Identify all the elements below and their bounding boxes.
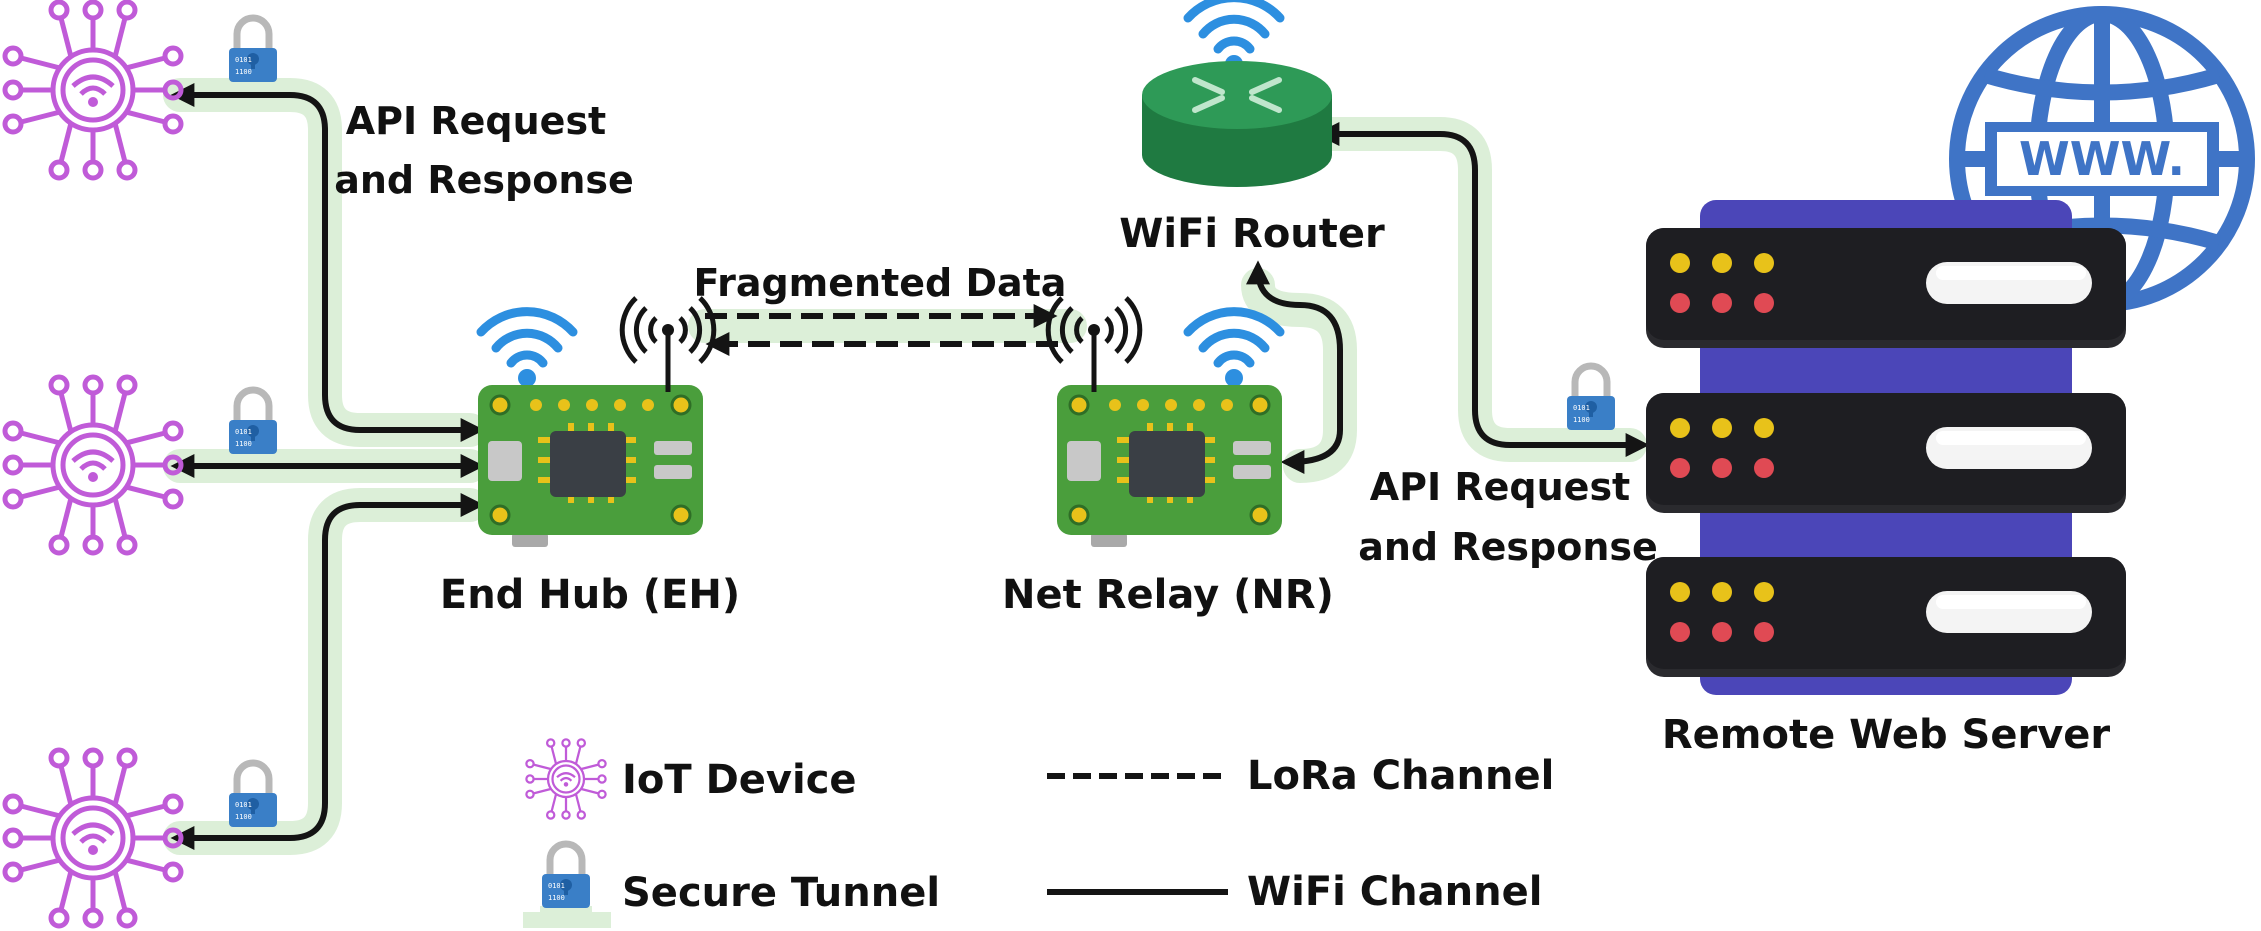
remote-web-server-node: Remote Web Server (1646, 200, 2126, 758)
lora-channel-links (705, 304, 1058, 356)
api-right-label-1: API Request (1370, 465, 1630, 509)
server-unit-icon-2 (1646, 393, 2126, 513)
net-relay-label: Net Relay (NR) (1002, 572, 1334, 618)
net-relay-node: Net Relay (NR) (1002, 298, 1334, 618)
wifi-channel-links (170, 83, 1650, 850)
legend-item-lora: LoRa Channel (1047, 753, 1554, 799)
wifi-icon-nr (1188, 312, 1280, 387)
end-hub-node: End Hub (EH) (440, 298, 740, 618)
link-nr-router (1246, 260, 1343, 474)
lock-icon-4 (1565, 366, 1617, 438)
lock-icon-1 (227, 18, 279, 90)
iot-device-icon-3 (5, 750, 181, 926)
api-right-label-2: and Response (1358, 525, 1658, 569)
legend-wifi-label: WiFi Channel (1247, 869, 1542, 915)
server-unit-icon-1 (1646, 228, 2126, 348)
iot-device-icon-2 (5, 377, 181, 553)
legend-item-wifi: WiFi Channel (1047, 869, 1542, 915)
wifi-router-label: WiFi Router (1119, 211, 1385, 257)
link-server-router (1315, 122, 1650, 457)
fragmented-data-label: Fragmented Data (694, 261, 1067, 305)
lock-icon-2 (227, 390, 279, 462)
end-hub-label: End Hub (EH) (440, 572, 740, 618)
iot-device-icon-1 (5, 2, 181, 178)
legend-lock-icon (540, 844, 592, 916)
legend-lora-label: LoRa Channel (1247, 753, 1554, 799)
legend-iot-icon (525, 738, 607, 820)
legend-item-iot: IoT Device (525, 738, 857, 820)
lock-icon-3 (227, 763, 279, 835)
link-iot3-eh (170, 493, 485, 850)
wifi-icon-eh (481, 312, 573, 387)
link-iot1-eh (170, 83, 485, 442)
api-left-label-2: and Response (334, 158, 634, 202)
www-badge-text: WWW. (2019, 132, 2185, 186)
server-unit-icon-3 (1646, 557, 2126, 677)
legend-iot-label: IoT Device (622, 757, 857, 803)
pcb-icon-eh (476, 383, 705, 549)
legend: IoT Device Secure Tunnel LoRa Channel Wi… (523, 738, 1554, 928)
pcb-icon-nr (1055, 383, 1284, 549)
legend-item-tunnel: Secure Tunnel (523, 844, 940, 928)
api-left-label-1: API Request (346, 99, 606, 143)
remote-server-label: Remote Web Server (1662, 712, 2111, 758)
wifi-router-node: WiFi Router (1119, 0, 1385, 257)
legend-tunnel-label: Secure Tunnel (622, 870, 940, 916)
router-arrows-icon (1192, 77, 1282, 113)
